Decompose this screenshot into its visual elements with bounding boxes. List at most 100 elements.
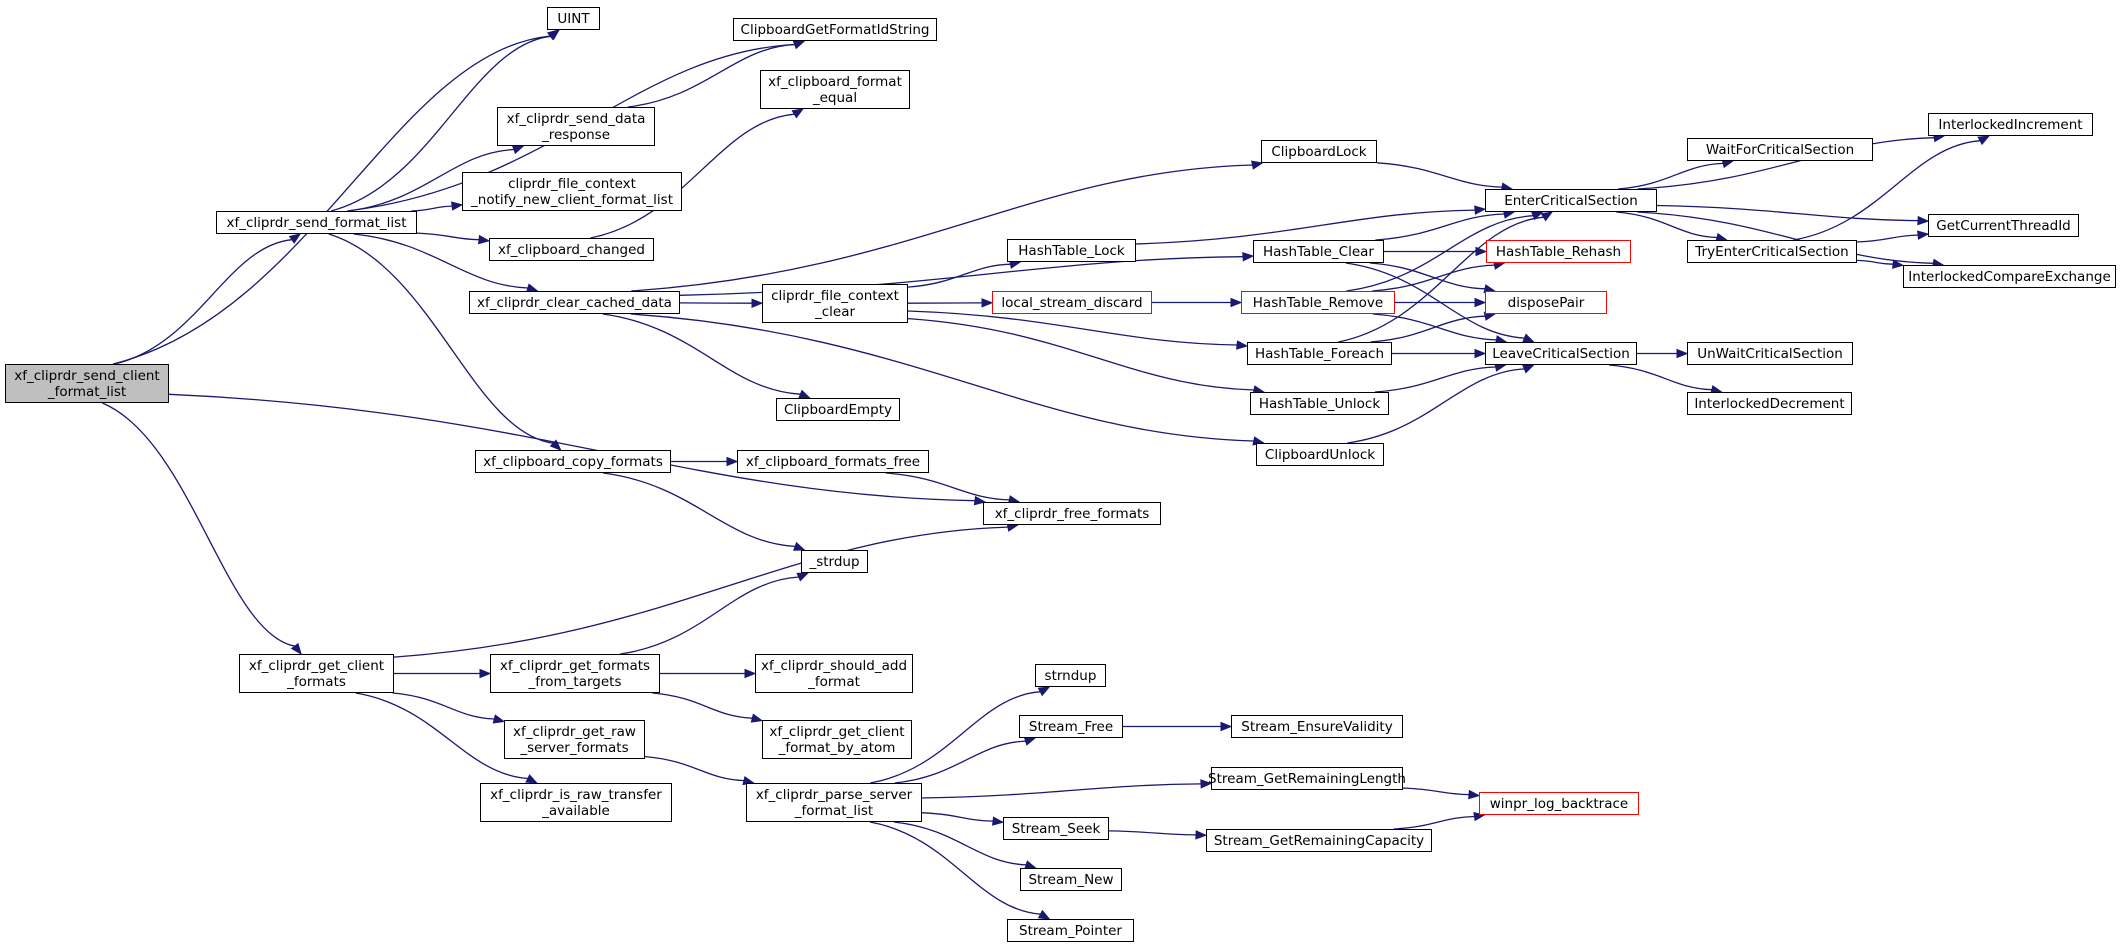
node-hashtable-unlock[interactable]: HashTable_Unlock	[1250, 392, 1389, 415]
node-stream-pointer[interactable]: Stream_Pointer	[1007, 919, 1134, 942]
edge-send-format-list-to-uint	[330, 35, 552, 212]
node-interlockedincrement[interactable]: InterlockedIncrement	[1928, 113, 2093, 136]
arrowhead-entercs-to-getcurrentthreadid	[1917, 215, 1930, 226]
edge-send-format-list-to-notify-new	[411, 205, 453, 212]
node-hashtable-lock[interactable]: HashTable_Lock	[1007, 239, 1136, 262]
edge-send-format-list-to-copy-formats	[328, 233, 554, 444]
edge-entercs-to-waitforcs	[1618, 162, 1724, 190]
edge-parse-server-format-list-to-stream-new	[893, 821, 1027, 866]
edge-hashtable-foreach-to-entercs	[1338, 216, 1544, 343]
node-interlockeddecrement[interactable]: InterlockedDecrement	[1687, 392, 1852, 415]
node-waitforcs[interactable]: WaitForCriticalSection	[1687, 138, 1873, 161]
node-stream-getremainingcapacity[interactable]: Stream_GetRemainingCapacity	[1206, 829, 1432, 852]
edge-parse-server-format-list-to-stream-seek	[921, 812, 994, 822]
node-send-format-list[interactable]: xf_cliprdr_send_format_list	[216, 211, 417, 234]
arrowhead-get-client-formats-to-get-raw-server-formats	[492, 714, 506, 724]
node-strndup[interactable]: strndup	[1035, 664, 1106, 687]
edge-root-to-get-client-formats	[102, 402, 296, 647]
node-parse-server-format-list[interactable]: xf_cliprdr_parse_server _format_list	[746, 783, 922, 822]
arrowhead-hashtable-foreach-to-leavecs	[1474, 348, 1487, 359]
edge-entercs-to-getcurrentthreadid	[1656, 204, 1919, 222]
node-format-equal[interactable]: xf_clipboard_format _equal	[760, 70, 910, 109]
node-getcurrentthreadid[interactable]: GetCurrentThreadId	[1928, 214, 2079, 237]
arrowhead-formats-from-targets-to-get-client-format-by-atom	[750, 713, 764, 723]
edge-send-format-list-to-clear-cached	[353, 233, 528, 289]
edge-root-to-uint	[112, 35, 551, 365]
node-root[interactable]: xf_cliprdr_send_client _format_list	[5, 364, 169, 403]
arrowhead-stream-free-to-stream-ensurevalidity	[1220, 721, 1233, 732]
node-clipboardlock[interactable]: ClipboardLock	[1261, 140, 1377, 163]
node-interlockedcompareexchange[interactable]: InterlockedCompareExchange	[1903, 265, 2116, 288]
edge-parse-server-format-list-to-stream-free	[894, 740, 1026, 784]
node-winpr-log-backtrace[interactable]: winpr_log_backtrace	[1479, 792, 1639, 815]
node-free-formats[interactable]: xf_cliprdr_free_formats	[983, 502, 1161, 525]
node-formats-free[interactable]: xf_clipboard_formats_free	[737, 450, 929, 473]
node-formats-from-targets[interactable]: xf_cliprdr_get_formats _from_targets	[490, 654, 660, 693]
node-notify-new[interactable]: cliprdr_file_context _notify_new_client_…	[462, 172, 682, 211]
arrowhead-hashtable-clear-to-leavecs	[1522, 333, 1535, 343]
node-stream-ensurevalidity[interactable]: Stream_EnsureValidity	[1231, 715, 1403, 738]
node-strdup[interactable]: _strdup	[801, 550, 868, 573]
node-get-client-formats[interactable]: xf_cliprdr_get_client _formats	[239, 654, 394, 693]
node-hashtable-remove[interactable]: HashTable_Remove	[1241, 291, 1395, 314]
edge-formats-free-to-free-formats	[885, 472, 1010, 501]
edge-tryentercs-to-interlockedincrement	[1793, 140, 1981, 241]
node-should-add-format[interactable]: xf_cliprdr_should_add _format	[755, 654, 913, 693]
edge-send-data-response-to-getformatidstring	[628, 43, 795, 108]
edge-parse-server-format-list-to-stream-pointer	[869, 821, 1041, 915]
node-clear-cached[interactable]: xf_cliprdr_clear_cached_data	[469, 291, 680, 314]
edge-get-client-formats-to-get-raw-server-formats	[392, 692, 495, 720]
arrowhead-copy-formats-to-formats-free	[726, 456, 739, 467]
node-uint[interactable]: UINT	[547, 7, 600, 30]
edge-tryentercs-to-getcurrentthreadid	[1856, 234, 1919, 243]
arrowhead-root-to-free-formats	[973, 495, 987, 506]
node-hashtable-clear[interactable]: HashTable_Clear	[1253, 240, 1384, 263]
edge-clipboardlock-to-entercs	[1376, 162, 1503, 188]
node-getformatidstring[interactable]: ClipboardGetFormatIdString	[733, 18, 937, 41]
node-hashtable-foreach[interactable]: HashTable_Foreach	[1247, 342, 1392, 365]
node-hashtable-rehash[interactable]: HashTable_Rehash	[1486, 240, 1631, 263]
node-send-data-response[interactable]: xf_cliprdr_send_data _response	[497, 107, 655, 146]
node-clipboardunlock[interactable]: ClipboardUnlock	[1256, 443, 1384, 466]
node-copy-formats[interactable]: xf_clipboard_copy_formats	[475, 450, 671, 473]
edge-send-format-list-to-send-data-response	[347, 148, 514, 212]
arrowhead-formats-from-targets-to-should-add-format	[744, 668, 757, 679]
arrowhead-hashtable-remove-to-entercs	[1530, 211, 1544, 221]
node-clipboardempty[interactable]: ClipboardEmpty	[776, 398, 900, 421]
edge-clipboard-changed-to-format-equal	[590, 113, 795, 239]
arrowhead-send-format-list-to-uint	[547, 29, 561, 41]
node-stream-getremaininglength[interactable]: Stream_GetRemainingLength	[1208, 767, 1406, 790]
node-is-raw-transfer[interactable]: xf_cliprdr_is_raw_transfer _available	[480, 783, 672, 822]
node-stream-seek[interactable]: Stream_Seek	[1003, 817, 1109, 840]
arrowhead-tryentercs-to-interlockedincrement	[1977, 135, 1991, 146]
node-stream-new[interactable]: Stream_New	[1020, 868, 1122, 891]
node-local-stream-discard[interactable]: local_stream_discard	[992, 291, 1152, 314]
edge-file-context-clear-to-hashtable-lock	[907, 263, 1011, 288]
edge-file-context-clear-to-hashtable-foreach	[907, 310, 1238, 346]
arrowhead-clear-cached-to-file-context-clear	[751, 298, 764, 308]
arrowhead-formats-from-targets-to-strdup	[796, 572, 810, 582]
node-unwaitcs[interactable]: UnWaitCriticalSection	[1687, 342, 1853, 365]
edge-copy-formats-to-strdup	[603, 472, 796, 548]
arrowhead-parse-server-format-list-to-stream-getremaininglength	[1200, 779, 1213, 789]
node-leavecs[interactable]: LeaveCriticalSection	[1485, 342, 1637, 365]
node-stream-free[interactable]: Stream_Free	[1019, 715, 1123, 738]
node-tryentercs[interactable]: TryEnterCriticalSection	[1687, 240, 1857, 263]
edge-formats-from-targets-to-strdup	[620, 576, 799, 655]
edge-hashtable-remove-to-leavecs	[1372, 313, 1497, 341]
node-disposepair[interactable]: disposePair	[1485, 291, 1607, 314]
arrowhead-stream-getremaininglength-to-winpr-log-backtrace	[1468, 789, 1481, 800]
node-get-client-format-by-atom[interactable]: xf_cliprdr_get_client _format_by_atom	[762, 720, 912, 759]
edge-stream-seek-to-stream-getremainingcapacity	[1108, 830, 1197, 836]
node-clipboard-changed[interactable]: xf_clipboard_changed	[489, 238, 654, 261]
arrowhead-copy-formats-to-strdup	[792, 541, 806, 551]
arrowhead-leavecs-to-unwaitcs	[1676, 348, 1689, 359]
arrowhead-tryentercs-to-interlockedcompareexchange	[1892, 259, 1905, 269]
node-file-context-clear[interactable]: cliprdr_file_context _clear	[762, 284, 908, 323]
arrowhead-send-format-list-to-clipboard-changed	[478, 234, 491, 245]
node-get-raw-server-formats[interactable]: xf_cliprdr_get_raw _server_formats	[504, 720, 645, 759]
node-entercs[interactable]: EnterCriticalSection	[1485, 189, 1657, 212]
edge-clipboardunlock-to-leavecs	[1347, 368, 1525, 444]
